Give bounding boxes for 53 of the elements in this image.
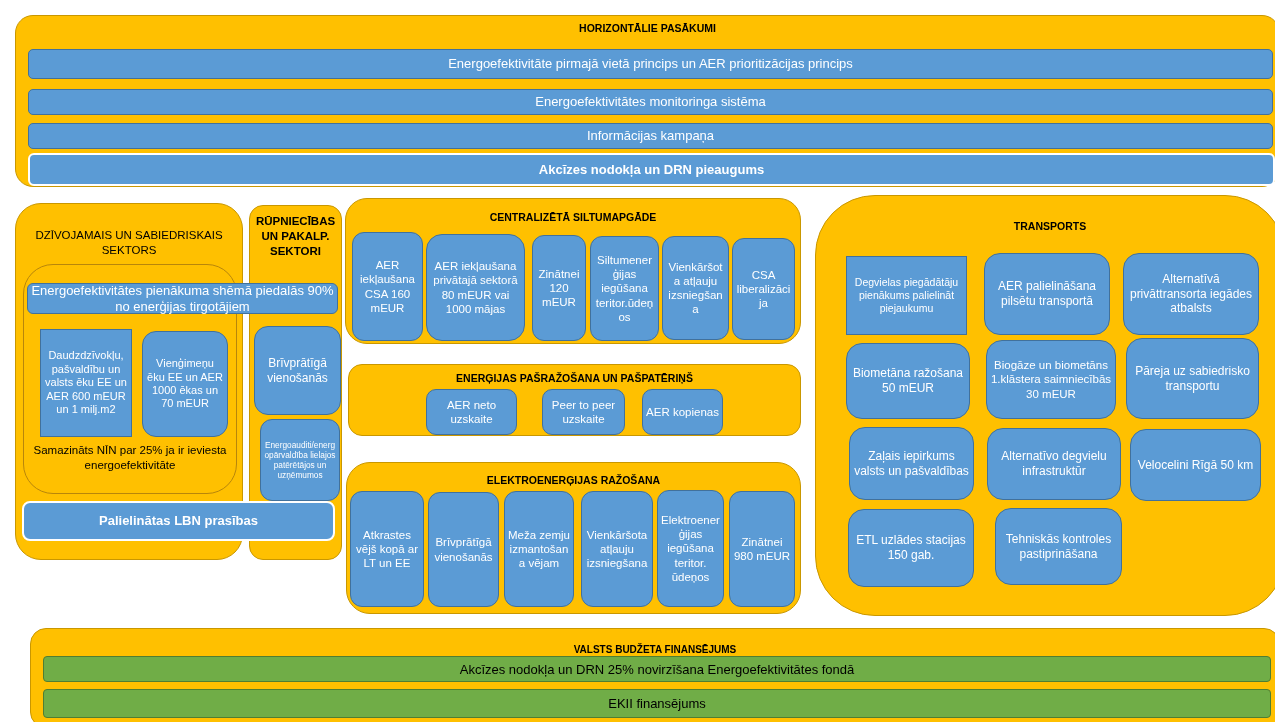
sector-panel	[30, 628, 1275, 722]
measure-box: Atkrastes vējš kopā ar LT un EE	[350, 491, 424, 607]
measure-box: Energoauditi/energopārvaldība lielajos patērētājos un uzņēmumos	[260, 419, 340, 501]
measure-box: Biometāna ražošana 50 mEUR	[846, 343, 970, 419]
panel-heading: ENERĢIJAS PAŠRAŽOŠANA UN PAŠPATĒRIŅŠ	[455, 372, 694, 386]
measure-box: Brīvprātīgā vienošanās	[428, 492, 499, 607]
panel-note: Samazināts NĪN par 25% ja ir ieviesta energoefektivitāte	[32, 443, 228, 473]
measure-box: Peer to peer uzskaite	[542, 389, 625, 435]
measure-box: Meža zemju izmantošana vējam	[504, 491, 574, 607]
measure-box: AER neto uzskaite	[426, 389, 517, 435]
sector-panel	[815, 195, 1275, 616]
panel-heading: VALSTS BUDŽETA FINANSĒJUMS	[572, 643, 738, 656]
panel-heading: ELEKTROENERĢIJAS RAŽOŠANA	[485, 474, 662, 488]
measure-box: Brīvprātīgā vienošanās	[254, 326, 341, 415]
funding-bar: EKII finansējums	[43, 689, 1271, 718]
measure-box: AER iekļaušana privātajā sektorā 80 mEUR vai 1000 mājas	[426, 234, 525, 341]
measure-box: Daudzdzīvokļu, pašvaldību un valsts ēku EE un AER 600 mEUR un 1 milj.m2	[40, 329, 132, 437]
sector-panel	[15, 15, 1275, 187]
measure-box: ETL uzlādes stacijas 150 gab.	[848, 509, 974, 587]
measure-bar: Energoefektivitātes pienākuma shēmā piedalās 90% no enerģijas tirgotājiem	[27, 283, 338, 314]
funding-bar: Akcīzes nodokļa un DRN 25% novirzīšana Energoefektivitātes fondā	[43, 656, 1271, 682]
measure-box: Vienkāršota atļauju izsniegšana	[662, 236, 729, 340]
sector-panel	[345, 198, 801, 344]
sector-panel	[348, 364, 801, 436]
measure-box: Alternatīvā privāttransorta iegādes atbalsts	[1123, 253, 1259, 335]
measure-box: Degvielas piegādātāju pienākums palielināt piejaukumu	[846, 256, 967, 335]
measure-box: AER palielināšana pilsētu transportā	[984, 253, 1110, 335]
measure-bar: Akcīzes nodokļa un DRN pieaugums	[28, 153, 1275, 186]
measure-box: Biogāze un biometāns 1.klāstera saimniecībās 30 mEUR	[986, 340, 1116, 419]
sector-panel	[346, 462, 801, 614]
measure-box: Velocelini Rīgā 50 km	[1130, 429, 1261, 501]
measure-bar: Palielinātas LBN prasības	[22, 501, 335, 541]
measure-box: Zinātnei 980 mEUR	[729, 491, 795, 607]
measure-box: AER iekļaušana CSA 160 mEUR	[352, 232, 423, 341]
measure-bar: Informācijas kampaņa	[28, 123, 1273, 149]
measure-box: CSA liberalizācija	[732, 238, 795, 340]
measure-bar: Energoefektivitātes monitoringa sistēma	[28, 89, 1273, 115]
measure-bar: Energoefektivitāte pirmajā vietā princips un AER prioritizācijas princips	[28, 49, 1273, 79]
measure-box: Vienkāršota atļauju izsniegšana	[581, 491, 653, 607]
measure-box: Zinātnei 120 mEUR	[532, 235, 586, 341]
measure-box: Elektroenerģijas iegūšana teritor. ūdeņos	[657, 490, 724, 607]
panel-heading: RŪPNIECĪBAS UN PAKALP. SEKTORI	[254, 214, 337, 259]
measure-box: AER kopienas	[642, 389, 723, 435]
measure-box: Zaļais iepirkums valsts un pašvaldības	[849, 427, 974, 500]
measure-box: Tehniskās kontroles pastiprināšana	[995, 508, 1122, 585]
measure-box: Vienģimeņu ēku EE un AER 1000 ēkas un 70 mEUR	[142, 331, 228, 437]
panel-heading: HORIZONTĀLIE PASĀKUMI	[578, 22, 717, 36]
panel-heading: DZĪVOJAMAIS UN SABIEDRISKAIS SEKTORS	[34, 228, 224, 258]
measure-box: Alternatīvo degvielu infrastruktūr	[987, 428, 1121, 500]
panel-heading: CENTRALIZĒTĀ SILTUMAPGĀDE	[488, 211, 658, 225]
measure-box: Pāreja uz sabiedrisko transportu	[1126, 338, 1259, 419]
measure-box: Siltumenerģijas iegūšana teritor.ūdeņos	[590, 236, 659, 341]
panel-heading: TRANSPORTS	[1012, 220, 1088, 234]
